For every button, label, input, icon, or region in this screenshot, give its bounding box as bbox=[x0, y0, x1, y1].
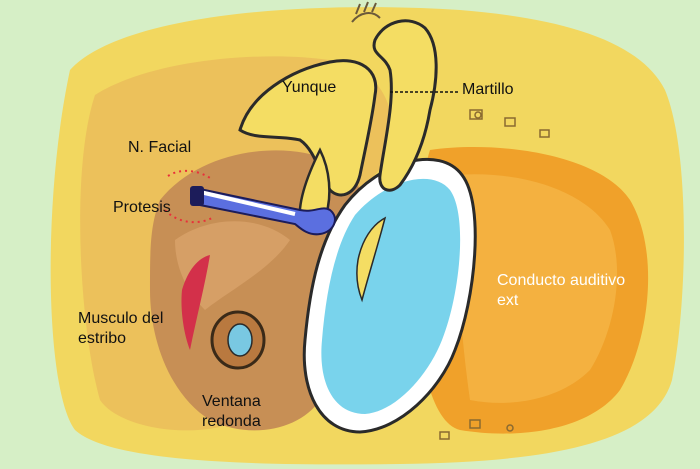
malleus-bone bbox=[372, 19, 438, 192]
prosthesis-label: Protesis bbox=[113, 199, 171, 216]
round-window-membrane bbox=[227, 323, 253, 357]
tympanic-membrane bbox=[321, 178, 461, 414]
facial-nerve-label: N. Facial bbox=[128, 139, 192, 156]
ear-canal-highlight bbox=[455, 174, 618, 403]
prosthesis-highlight bbox=[199, 190, 296, 216]
facial-nerve-dots bbox=[164, 170, 213, 224]
prosthesis-tip bbox=[190, 186, 204, 206]
round-window-label: Ventana redonda bbox=[202, 393, 261, 430]
promontory bbox=[175, 221, 290, 310]
stapedius-muscle bbox=[181, 255, 210, 350]
stapedius-muscle-label: Musculo del estribo bbox=[78, 310, 164, 347]
incus-bone bbox=[238, 59, 378, 197]
malleus-handle bbox=[356, 216, 387, 303]
malleus-label: Martillo bbox=[462, 81, 514, 98]
incus-label: Yunque bbox=[282, 79, 337, 96]
debris-marks bbox=[439, 109, 550, 440]
ligament-strands bbox=[351, 1, 381, 23]
ear-canal-label: Conducto auditivo ext bbox=[497, 272, 626, 309]
